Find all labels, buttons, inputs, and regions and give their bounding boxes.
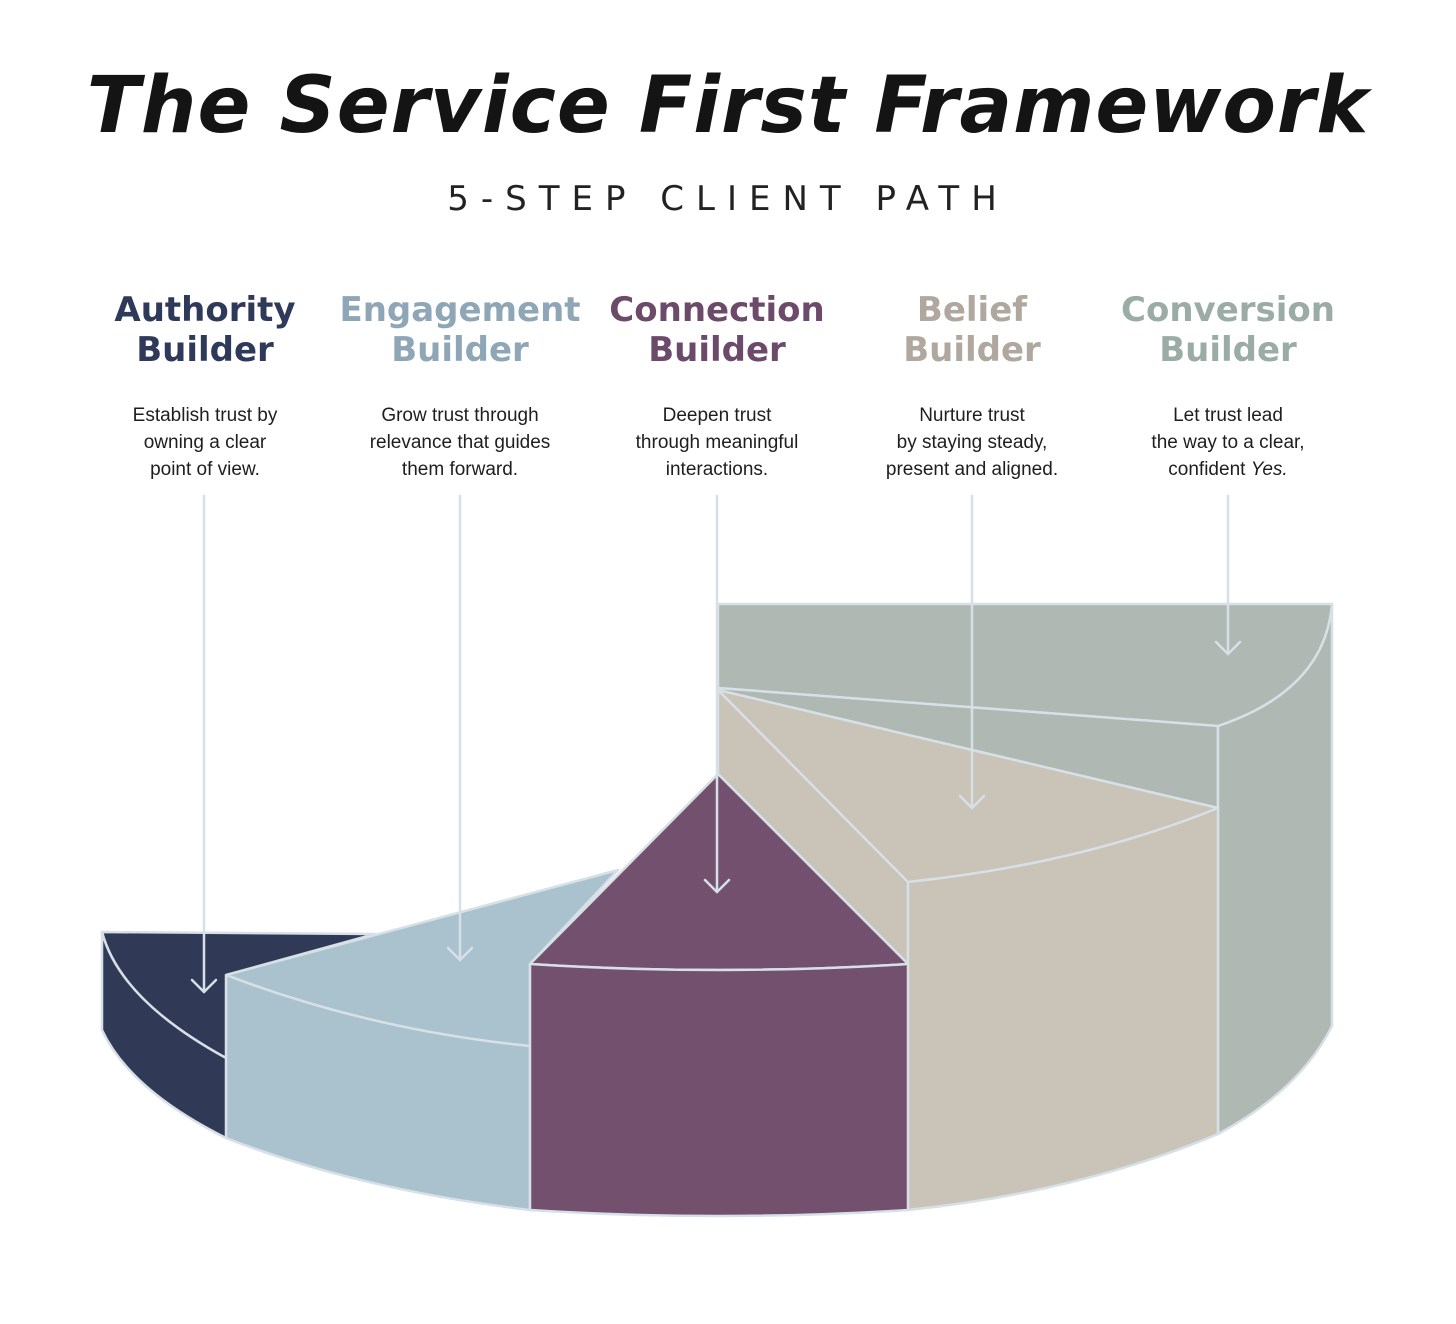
step-desc-conversion: Let trust lead the way to a clear, confi…: [1103, 402, 1353, 483]
authority-block-front: [100, 930, 228, 1140]
step-title-belief-line1: Belief: [916, 290, 1028, 330]
step-title-conversion-line1: Conversion: [1121, 290, 1335, 330]
step-desc-conversion-line2: the way to a clear,: [1151, 432, 1305, 453]
belief-pointer-arrow-icon: [958, 794, 986, 810]
step-title-belief-line2: Builder: [903, 330, 1041, 370]
step-desc-engagement: Grow trust through relevance that guides…: [335, 402, 585, 483]
step-desc-conversion-line3-text: confident: [1168, 459, 1251, 480]
step-title-engagement: Engagement Builder: [335, 290, 585, 370]
step-desc-belief-line1: Nurture trust: [919, 405, 1025, 426]
conversion-block-side: [1216, 602, 1334, 1136]
conversion-pointer-arrow-icon: [1214, 640, 1242, 656]
page-subtitle: 5-STEP CLIENT PATH: [447, 179, 1009, 219]
step-desc-conversion-line1: Let trust lead: [1173, 405, 1283, 426]
step-desc-belief: Nurture trust by staying steady, present…: [847, 402, 1097, 483]
engagement-pointer: [446, 494, 474, 962]
step-title-connection-line1: Connection: [609, 290, 825, 330]
step-desc-authority-line2: owning a clear: [143, 432, 267, 453]
step-title-engagement-line2: Builder: [391, 330, 529, 370]
step-authority: Authority Builder Establish trust by own…: [80, 290, 330, 483]
pointer-lines: [190, 494, 1242, 994]
step-desc-authority-line1: Establish trust by: [132, 405, 278, 426]
conversion-pointer: [1214, 494, 1242, 656]
step-engagement: Engagement Builder Grow trust through re…: [335, 290, 585, 483]
belief-pointer: [958, 494, 986, 810]
connection-pointer: [703, 494, 731, 894]
authority-pointer: [190, 494, 218, 994]
step-title-engagement-line1: Engagement: [339, 290, 581, 330]
step-desc-connection-line1: Deepen trust: [662, 405, 772, 426]
step-desc-engagement-line2: relevance that guides: [369, 432, 551, 453]
step-desc-authority: Establish trust by owning a clear point …: [80, 402, 330, 483]
step-title-authority: Authority Builder: [80, 290, 330, 370]
step-desc-connection-line2: through meaningful: [635, 432, 799, 453]
step-desc-engagement-line3: them forward.: [401, 459, 519, 480]
step-belief: Belief Builder Nurture trust by staying …: [847, 290, 1097, 483]
step-desc-belief-line3: present and aligned.: [885, 459, 1059, 480]
step-connection: Connection Builder Deepen trust through …: [592, 290, 842, 483]
step-title-connection: Connection Builder: [592, 290, 842, 370]
step-desc-connection: Deepen trust through meaningful interact…: [592, 402, 842, 483]
step-title-authority-line1: Authority: [114, 290, 296, 330]
authority-pointer-arrow-icon: [190, 978, 218, 994]
step-title-authority-line2: Builder: [136, 330, 274, 370]
step-desc-authority-line3: point of view.: [150, 459, 260, 480]
connection-pointer-arrow-icon: [703, 878, 731, 894]
step-desc-connection-line3: interactions.: [665, 459, 769, 480]
step-title-conversion-line2: Builder: [1159, 330, 1297, 370]
step-desc-conversion-emphasis: Yes.: [1250, 459, 1288, 480]
engagement-pointer-arrow-icon: [446, 946, 474, 962]
connection-block-front: [528, 962, 910, 1218]
step-title-conversion: Conversion Builder: [1103, 290, 1353, 370]
step-title-belief: Belief Builder: [847, 290, 1097, 370]
step-desc-conversion-line3: confident Yes.: [1103, 456, 1353, 483]
step-desc-belief-line2: by staying steady,: [896, 432, 1048, 453]
step-conversion: Conversion Builder Let trust lead the wa…: [1103, 290, 1353, 483]
belief-block-front: [906, 806, 1220, 1212]
step-title-connection-line2: Builder: [648, 330, 786, 370]
step-desc-engagement-line1: Grow trust through: [381, 405, 539, 426]
page-title: The Service First Framework: [86, 61, 1370, 151]
